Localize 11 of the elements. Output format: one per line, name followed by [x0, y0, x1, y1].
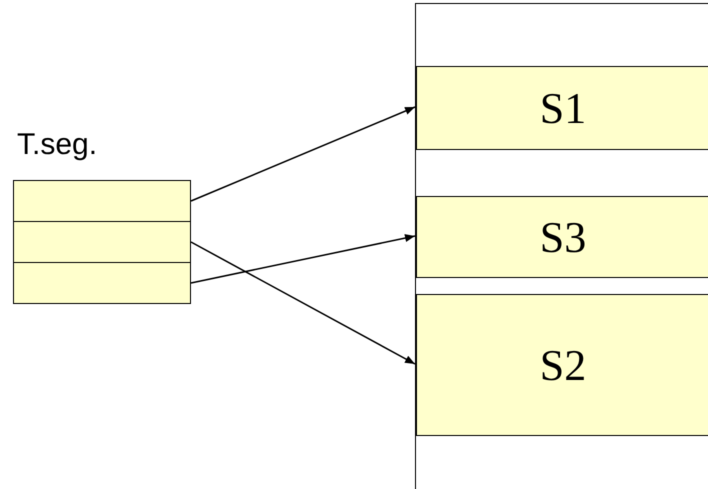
- table-row: [13, 180, 191, 222]
- arrow: [190, 106, 416, 202]
- table-row: [13, 221, 191, 263]
- segment-band: S3: [416, 196, 708, 278]
- arrow: [190, 234, 416, 284]
- arrow: [190, 241, 416, 365]
- segment-band: S1: [416, 66, 708, 150]
- memory-column: [415, 3, 708, 489]
- segment-band: S2: [416, 294, 708, 436]
- table-row: [13, 262, 191, 304]
- table-heading: T.seg.: [17, 128, 98, 162]
